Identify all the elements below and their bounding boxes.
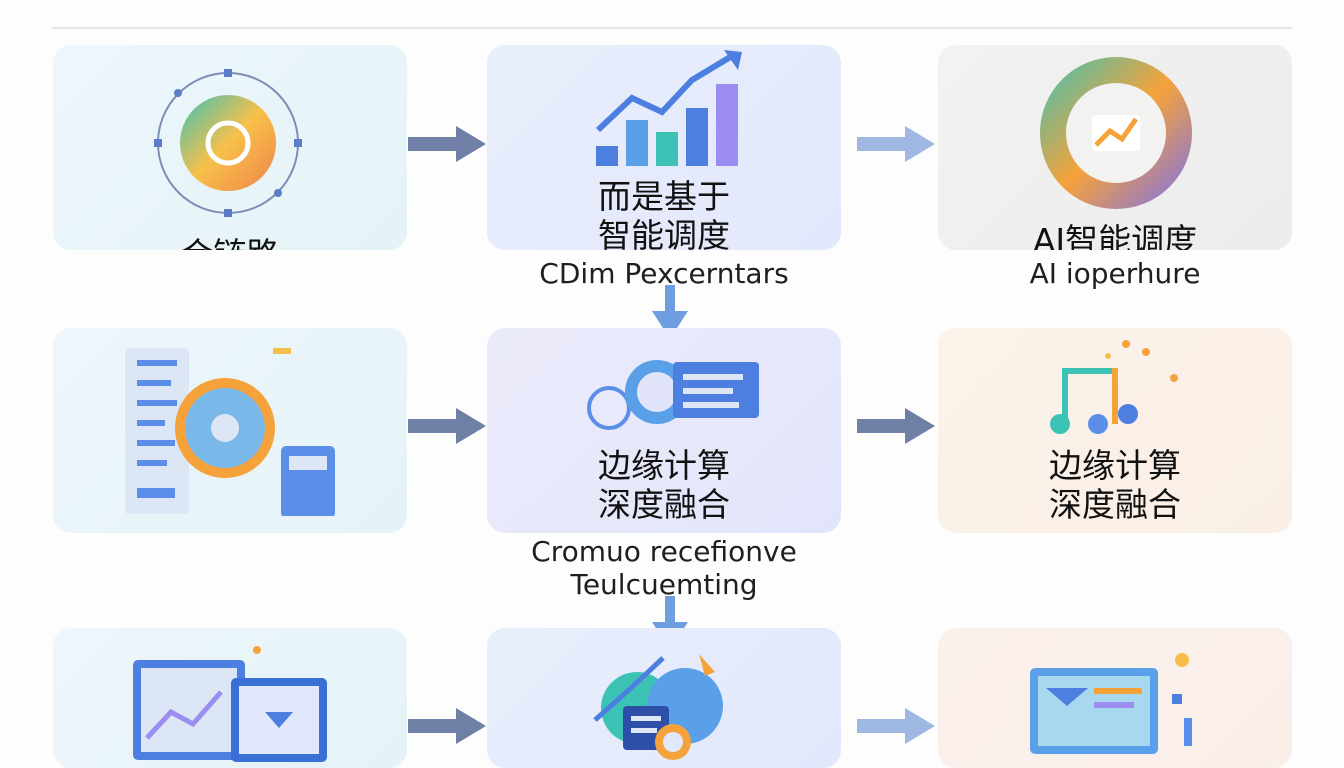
card-subtitle: Cromuo recefionve Teulcuemting	[487, 535, 841, 601]
card-row2-col2: 边缘计算 深度融合	[487, 328, 841, 533]
card-row2-col1	[53, 328, 407, 533]
cloud-compute-icon	[587, 360, 759, 430]
analytics-dashboard-icon	[125, 348, 335, 516]
label-line: 合链路	[53, 235, 407, 250]
label-line: 深度融合	[598, 485, 730, 524]
arrow-right-icon	[408, 408, 486, 444]
label-line: 而是基于	[598, 177, 730, 216]
card-label: 边缘计算 深度融合	[938, 446, 1292, 524]
email-screen-icon	[1030, 653, 1192, 754]
card-subtitle: AI ioperhure	[938, 257, 1292, 290]
card-row2-col3: 边缘计算 深度融合	[938, 328, 1292, 533]
subtitle-line: Teulcuemting	[570, 568, 758, 601]
arrow-right-icon	[408, 126, 486, 162]
card-row3-col3	[938, 628, 1292, 768]
label-line: 边缘计算	[598, 446, 730, 485]
label-line: 智能调度	[598, 216, 730, 250]
arrow-right-icon	[857, 708, 935, 744]
data-processing-icon	[593, 654, 723, 760]
arrow-right-icon	[857, 408, 935, 444]
card-label: 而是基于 智能调度	[487, 177, 841, 250]
growth-chart-icon	[595, 50, 742, 166]
monitor-devices-icon	[133, 646, 327, 762]
card-label: AI智能调度	[938, 221, 1292, 250]
arrow-right-icon	[857, 126, 935, 162]
network-chart-icon	[154, 69, 302, 217]
arrow-down-icon	[652, 285, 688, 339]
card-row1-col1: 合链路	[53, 45, 407, 250]
subtitle-line: Cromuo recefionve	[531, 535, 797, 568]
label-line: 边缘计算	[1049, 446, 1181, 485]
ai-dashboard-icon	[1040, 57, 1192, 209]
card-label: 边缘计算 深度融合	[487, 446, 841, 524]
card-label: 合链路	[53, 235, 407, 250]
card-row1-col3: AI智能调度	[938, 45, 1292, 250]
label-line: AI智能调度	[1032, 221, 1198, 250]
arrow-right-icon	[408, 708, 486, 744]
subtitle-line: CDim Pexcerntars	[539, 257, 789, 290]
subtitle-line: AI ioperhure	[1029, 257, 1201, 290]
card-row3-col1	[53, 628, 407, 768]
card-row3-col2	[487, 628, 841, 768]
music-note-icon	[1050, 340, 1178, 434]
header-divider	[52, 27, 1292, 29]
card-row1-col2: 而是基于 智能调度	[487, 45, 841, 250]
label-line: 深度融合	[1049, 485, 1181, 524]
card-subtitle: CDim Pexcerntars	[487, 257, 841, 290]
